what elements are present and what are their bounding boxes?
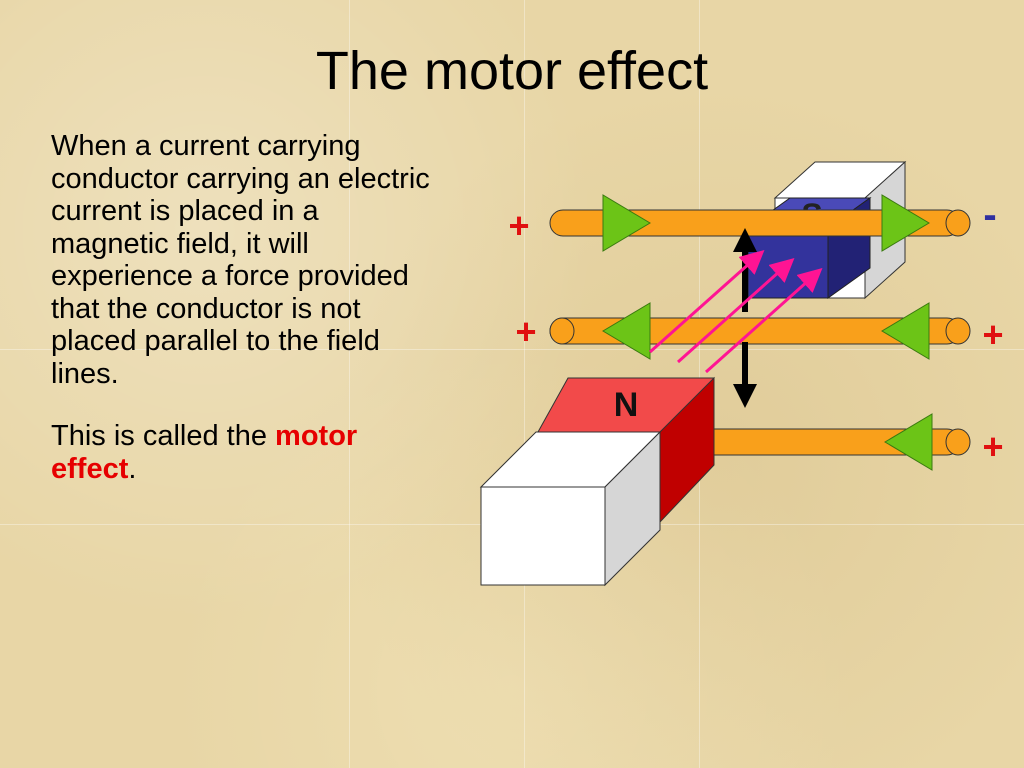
conclusion-paragraph: This is called the motor effect. bbox=[51, 420, 431, 485]
conductor-rod-middle bbox=[549, 302, 971, 360]
field-line bbox=[677, 258, 795, 364]
force-arrow-down-icon bbox=[733, 342, 757, 408]
current-arrow-icon bbox=[602, 302, 651, 360]
terminal-plus-middle-right: + bbox=[982, 314, 1003, 355]
terminal-plus-bottom-right: + bbox=[982, 426, 1003, 467]
conductor-rod-top bbox=[549, 194, 971, 252]
background-gridline bbox=[349, 0, 350, 768]
north-pole-label: N bbox=[614, 386, 639, 424]
explanation-paragraph: When a current carrying conductor carryi… bbox=[51, 130, 430, 390]
north-magnet: N bbox=[479, 376, 715, 587]
current-arrow-icon bbox=[881, 194, 930, 252]
background-gridline bbox=[0, 349, 1024, 350]
effect-keyword: effect bbox=[51, 452, 129, 485]
slide-body: When a current carrying conductor carryi… bbox=[51, 130, 431, 485]
current-arrow-icon bbox=[602, 194, 651, 252]
slide-title: The motor effect bbox=[315, 41, 709, 101]
field-line bbox=[705, 268, 823, 374]
current-arrow-icon bbox=[881, 302, 930, 360]
conclusion-suffix: . bbox=[128, 452, 137, 485]
motor-keyword: motor bbox=[275, 420, 358, 452]
current-arrow-icon bbox=[884, 413, 933, 471]
conclusion-prefix: This is called the bbox=[51, 420, 276, 452]
background-gridline bbox=[524, 0, 525, 768]
terminal-plus-top-left: + bbox=[508, 205, 529, 246]
terminal-minus-top-right: - bbox=[983, 193, 996, 237]
magnetic-field-lines bbox=[649, 250, 823, 374]
terminal-plus-middle-left: + bbox=[515, 311, 536, 352]
field-line bbox=[649, 250, 765, 354]
